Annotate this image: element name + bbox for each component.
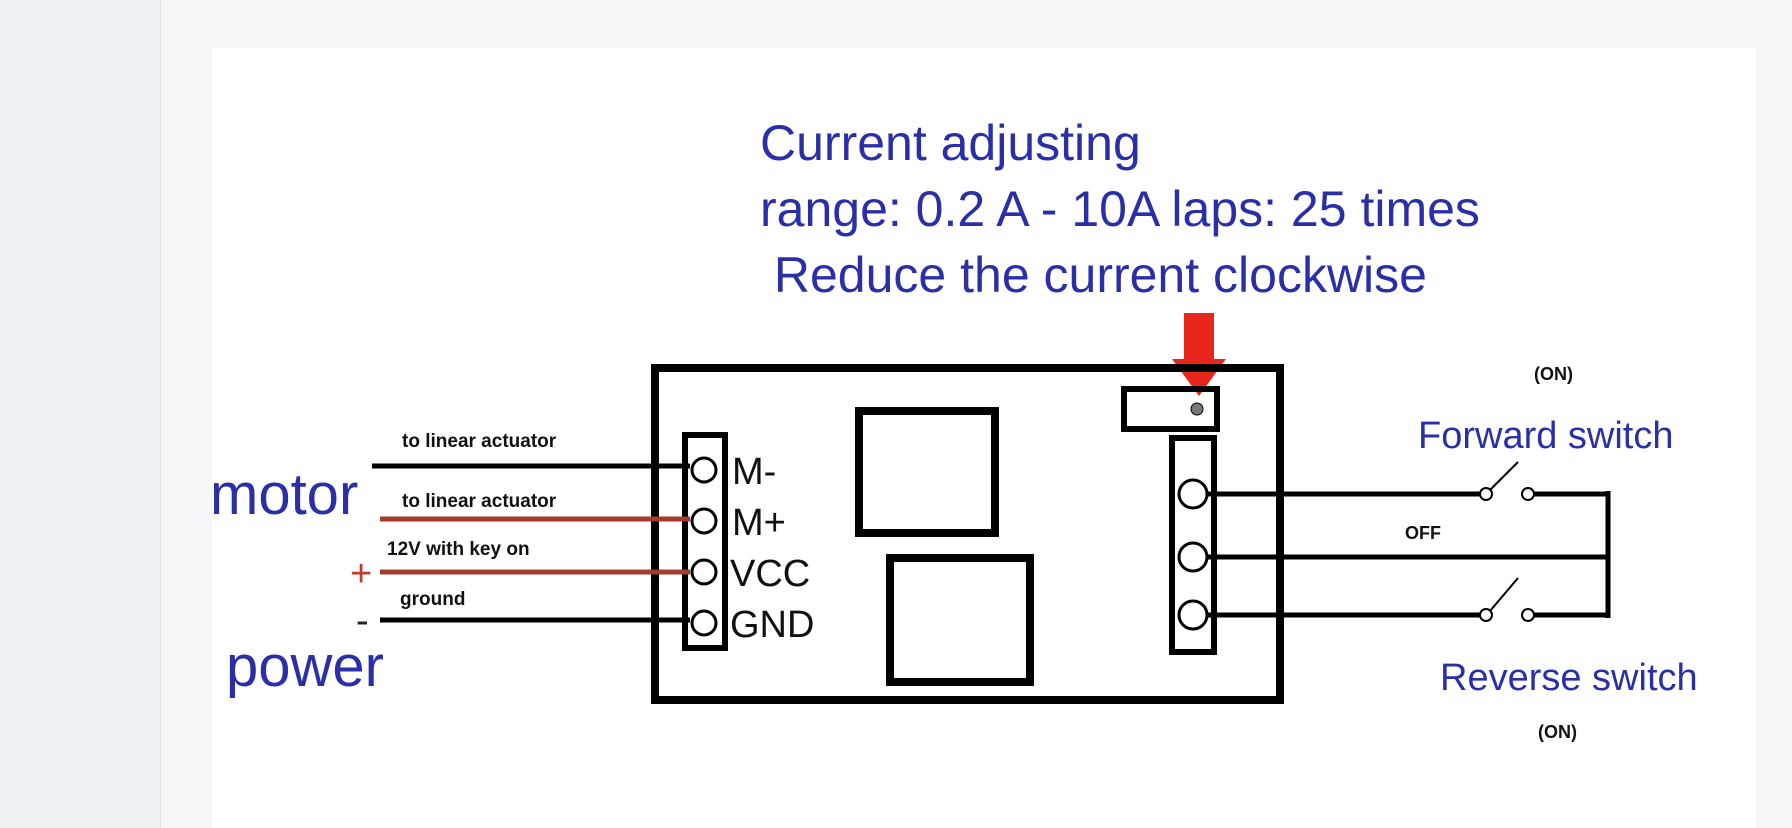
- forward-switch-state: (ON): [1534, 364, 1573, 384]
- adjust-arrow-icon: [1172, 313, 1226, 396]
- wire-label-m-plus: to linear actuator: [402, 491, 557, 512]
- reverse-switch-state: (ON): [1538, 722, 1577, 742]
- relay-2: [886, 554, 1034, 686]
- pin-label-m-minus: M-: [732, 451, 776, 493]
- pin-label-m-plus: M+: [732, 502, 786, 544]
- pin-label-gnd: GND: [730, 604, 814, 646]
- header-line-3: Reduce the current clockwise: [760, 247, 1427, 303]
- wiring-diagram-image: Current adjusting range: 0.2 A - 10A lap…: [212, 48, 1756, 828]
- reverse-switch-label: Reverse switch: [1440, 657, 1698, 699]
- switch-wiring: [1207, 491, 1611, 618]
- switch-off-state: OFF: [1405, 523, 1441, 543]
- relay-1: [855, 407, 999, 537]
- reverse-switch-icon: [1479, 577, 1535, 622]
- minus-sign: -: [356, 600, 369, 642]
- forward-switch-icon: [1479, 461, 1535, 501]
- left-terminal-screws: [690, 456, 718, 637]
- pin-label-vcc: VCC: [730, 553, 810, 595]
- wire-label-gnd: ground: [400, 589, 465, 610]
- right-terminal-block: [1169, 435, 1217, 655]
- left-terminal-block: [682, 432, 728, 651]
- driver-board: [651, 364, 1284, 704]
- header-line-2: range: 0.2 A - 10A laps: 25 times: [760, 181, 1480, 237]
- wire-label-m-minus: to linear actuator: [402, 431, 557, 452]
- motor-label: motor: [212, 462, 358, 527]
- right-terminal-screws: [1177, 478, 1209, 631]
- wire-label-vcc: 12V with key on: [387, 539, 530, 560]
- header-line-1: Current adjusting: [760, 115, 1141, 171]
- potentiometer-knob: [1190, 402, 1204, 416]
- power-label: power: [226, 634, 384, 699]
- plus-sign: +: [350, 553, 372, 595]
- potentiometer: [1121, 386, 1220, 432]
- forward-switch-label: Forward switch: [1418, 415, 1674, 457]
- wiring-diagram: Current adjusting range: 0.2 A - 10A lap…: [212, 115, 1698, 742]
- left-sidebar: [0, 0, 161, 828]
